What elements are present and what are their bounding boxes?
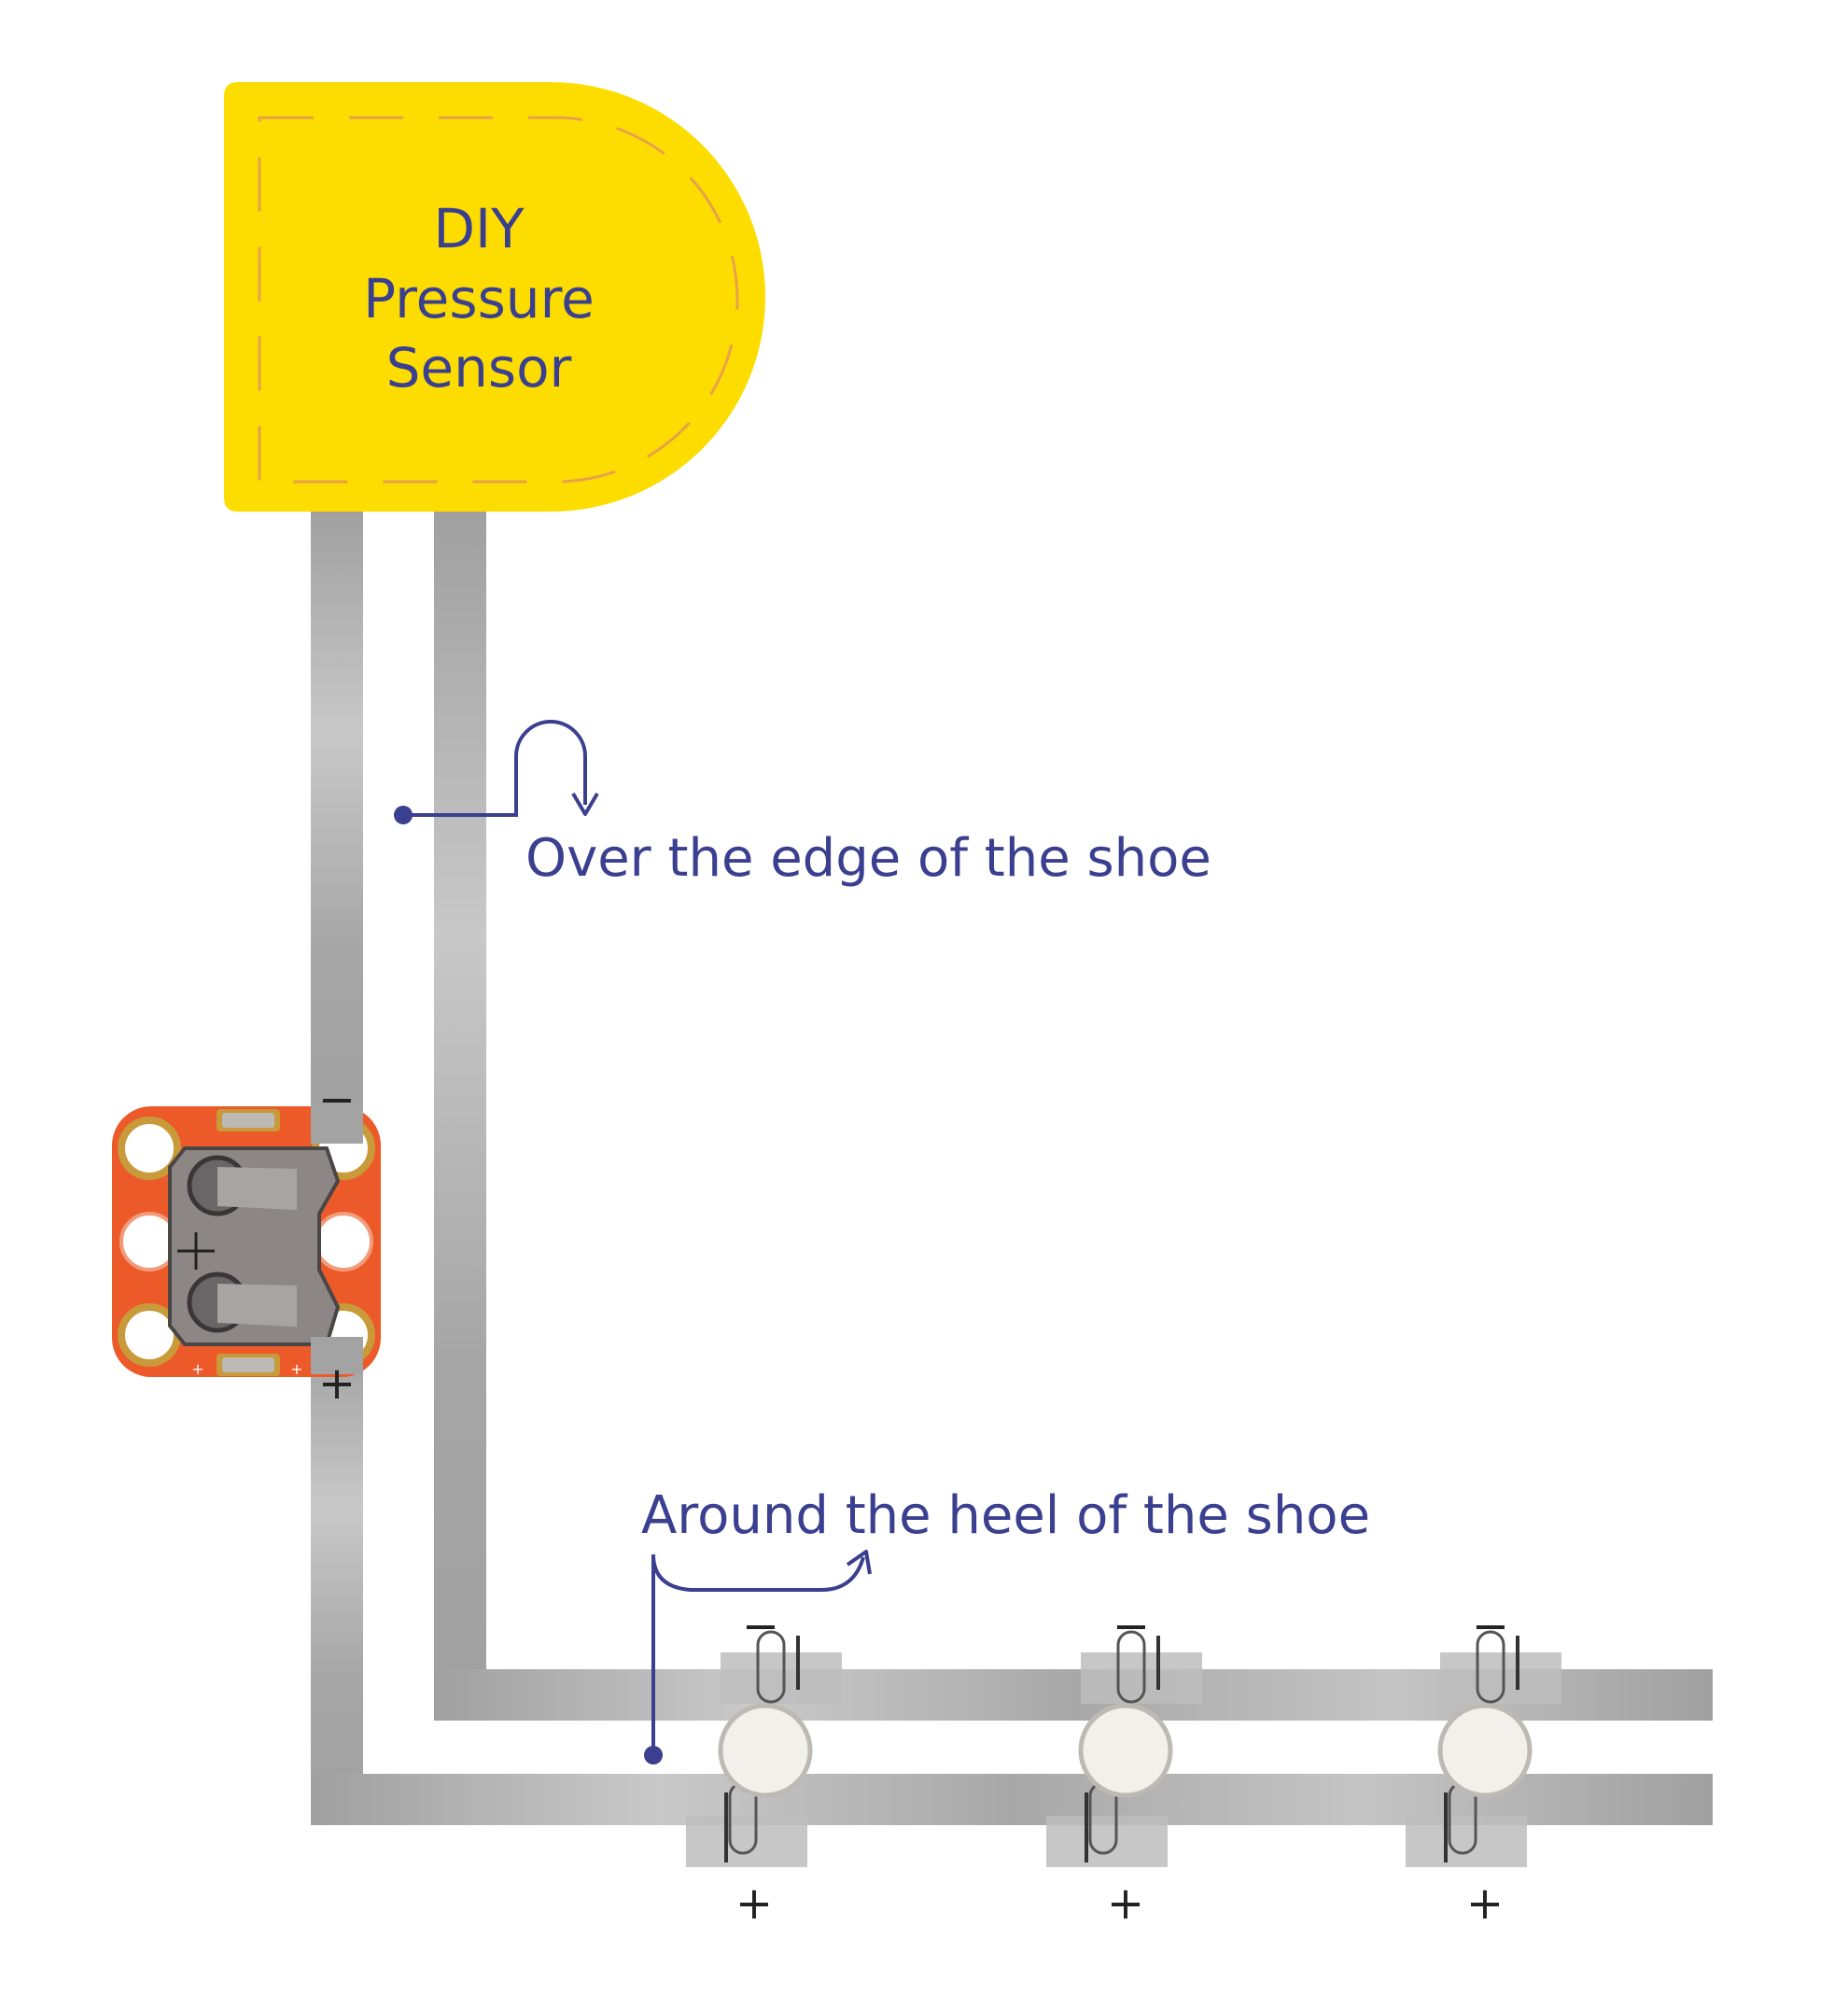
pressure-sensor-icon: DIY Pressure Sensor — [224, 82, 765, 512]
over-edge-annotation: Over the edge of the shoe — [394, 720, 1211, 889]
led-icon — [1437, 1703, 1533, 1798]
coin-cell-battery-holder-icon: + + — [112, 1106, 381, 1378]
sensor-label-line3: Sensor — [386, 336, 572, 400]
sewable-led-2: − + — [1046, 1600, 1202, 1930]
tape-sensor-to-led-minus-rail — [434, 512, 486, 1721]
led3-minus-label: − — [1472, 1600, 1509, 1652]
sewable-led-3: − + — [1406, 1600, 1561, 1930]
tape-sensor-to-battery-minus — [311, 512, 363, 1142]
battery-plus-mark-right: + — [290, 1360, 302, 1378]
around-heel-annotation: Around the heel of the shoe — [641, 1485, 1370, 1764]
sensor-label-line2: Pressure — [363, 267, 595, 330]
sewable-led-1: − + — [686, 1600, 842, 1930]
curved-arrow-icon — [403, 720, 587, 817]
tape-battery-plus-pad — [311, 1337, 363, 1374]
led2-minus-label: − — [1113, 1600, 1150, 1652]
over-edge-label: Over the edge of the shoe — [525, 828, 1211, 889]
led1-minus-label: − — [742, 1600, 779, 1652]
led-icon — [718, 1703, 813, 1798]
led1-plus-label: + — [735, 1877, 773, 1930]
conductive-tape-traces — [311, 512, 1713, 1825]
led-icon — [1078, 1703, 1173, 1798]
battery-plus-mark-left: + — [191, 1360, 203, 1378]
tape-battery-minus-pad — [311, 1102, 363, 1144]
led2-plus-label: + — [1107, 1877, 1144, 1930]
sensor-label-line1: DIY — [433, 197, 525, 260]
led3-plus-label: + — [1466, 1877, 1504, 1930]
battery-plus-label: + — [318, 1357, 356, 1410]
curved-arrow-icon — [651, 1553, 865, 1592]
tape-battery-plus-down — [311, 1337, 363, 1825]
battery-minus-label: − — [318, 1074, 356, 1126]
around-heel-label: Around the heel of the shoe — [641, 1485, 1370, 1546]
